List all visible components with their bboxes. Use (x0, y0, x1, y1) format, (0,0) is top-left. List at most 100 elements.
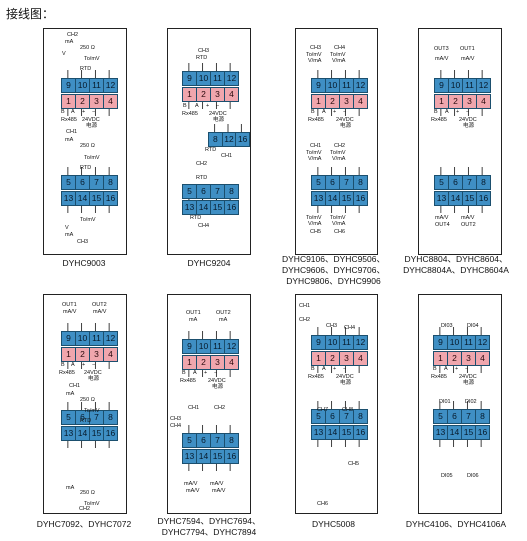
terminal-14: 14 (449, 192, 463, 205)
terminal-3: 3 (463, 95, 477, 108)
wiring-label: CH3 (326, 323, 338, 329)
terminal-14: 14 (76, 192, 90, 205)
wiring-label: B (433, 366, 437, 372)
wiring-label: Rx485 (180, 378, 196, 384)
terminal-9: 9 (434, 336, 448, 349)
page-title: 接线图： (6, 7, 55, 21)
wiring-lines (67, 323, 110, 448)
terminal-6: 6 (326, 176, 340, 189)
wiring-label: A (195, 103, 199, 109)
wiring-label: 电源 (213, 117, 225, 123)
wiring-label: 24VDC (208, 378, 226, 384)
terminal-12: 12 (355, 337, 366, 347)
wiring-label: 电源 (86, 123, 98, 129)
terminal-4: 4 (358, 96, 363, 106)
wiring-label: mA/V (461, 215, 475, 221)
terminal-14: 14 (326, 192, 340, 205)
wiring-label: + (204, 370, 208, 376)
wiring-label: A (322, 366, 326, 372)
terminal-12: 12 (226, 73, 237, 83)
wiring-label: 24VDC (82, 117, 100, 123)
wiring-label: mA/V (63, 309, 77, 315)
terminal-8: 8 (358, 411, 363, 421)
wiring-lines (317, 70, 360, 213)
panel-caption: DYHC7594、DYHC7694、DYHC7794、DYHC7894 (155, 516, 263, 538)
wiring-label: To/mV (330, 150, 346, 156)
wiring-label: CH1 (188, 405, 200, 411)
wiring-label: RTD (205, 147, 217, 153)
terminal-5: 5 (435, 176, 449, 189)
terminal-4: 4 (358, 353, 363, 363)
terminal-8: 8 (229, 186, 234, 196)
terminal-5: 5 (62, 176, 76, 189)
panel-caption: DYHC5008 (280, 519, 387, 530)
terminal-6: 6 (76, 411, 90, 424)
wiring-label: CH1 (69, 383, 81, 389)
wiring-label: 电源 (340, 380, 352, 386)
wiring-lines (317, 327, 360, 447)
wiring-label: 24VDC (459, 374, 477, 380)
terminal-3: 3 (211, 88, 225, 101)
wiring-label: V/mA (332, 221, 346, 227)
wiring-label: V (65, 225, 69, 231)
wiring-label: V/mA (308, 156, 322, 162)
terminal-5: 5 (62, 411, 76, 424)
wiring-label: CH1 (299, 303, 311, 309)
terminal-11: 11 (340, 336, 354, 349)
wiring-label: OUT1 (62, 302, 77, 308)
wiring-label: mA (189, 317, 198, 323)
terminal-6: 6 (326, 410, 340, 423)
wiring-label: + (333, 109, 337, 115)
wiring-lines (440, 70, 483, 213)
wiring-label: A (193, 370, 197, 376)
terminal-7: 7 (340, 176, 354, 189)
terminal-10: 10 (197, 340, 211, 353)
wiring-label: mA (65, 232, 74, 238)
wiring-label: mA/V (212, 488, 226, 494)
terminal-9: 9 (183, 72, 197, 85)
terminal-3: 3 (340, 95, 354, 108)
panel-caption: DYHC4106、DYHC4106A (402, 519, 510, 530)
wiring-label: To/mV (84, 408, 100, 414)
terminal-10: 10 (76, 79, 90, 92)
wiring-label: DI06 (467, 473, 479, 479)
terminal-5: 5 (312, 410, 326, 423)
wiring-label: RTD (80, 418, 92, 424)
wiring-label: + (82, 362, 86, 368)
wiring-label: CH3 (198, 48, 210, 54)
terminal-8: 8 (108, 177, 113, 187)
wiring-label: 24VDC (84, 370, 102, 376)
wiring-label: B (311, 366, 315, 372)
wiring-label: To/mV (84, 155, 100, 161)
terminal-14: 14 (448, 426, 462, 439)
terminal-13: 13 (62, 192, 76, 205)
terminal-1: 1 (312, 352, 326, 365)
terminal-11: 11 (90, 332, 104, 345)
terminal-2: 2 (326, 352, 340, 365)
terminal-14: 14 (326, 426, 340, 439)
terminal-12: 12 (223, 133, 237, 146)
panel-caption-line: DYHC7594、DYHC7694、 (157, 516, 261, 526)
terminal-6: 6 (197, 185, 211, 198)
wiring-label: CH4 (334, 45, 346, 51)
wiring-label: A (445, 109, 449, 115)
wiring-label: RTD (196, 55, 208, 61)
wiring-label: 250 Ω (80, 490, 95, 496)
wiring-label: V/mA (332, 58, 346, 64)
wiring-label: CH2 (196, 161, 208, 167)
wiring-label: To/mV (330, 52, 346, 58)
wiring-label: 电源 (463, 123, 475, 129)
panel-caption-line: DYHC7092、DYHC7072 (36, 519, 132, 529)
